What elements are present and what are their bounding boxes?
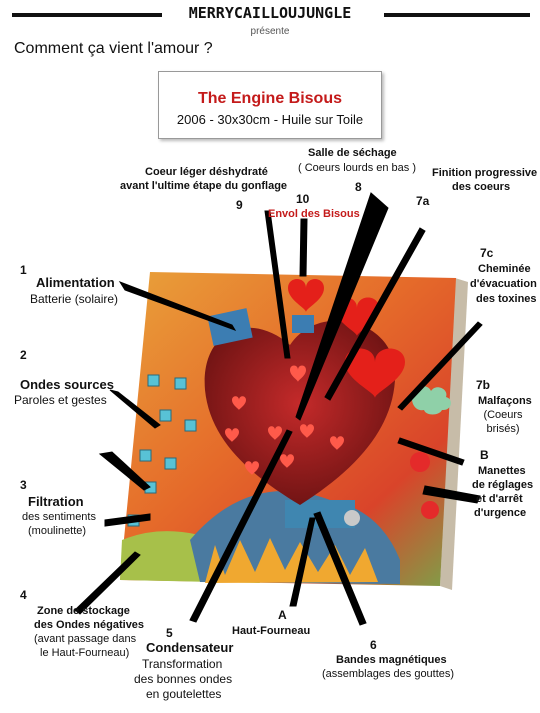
label-B-title-4: d'urgence [474, 507, 527, 519]
title-box: The Engine Bisous 2006 - 30x30cm - Huile… [158, 71, 382, 139]
artwork-title: The Engine Bisous [197, 90, 342, 107]
label-9-title-2: avant l'ultime étape du gonflage [120, 180, 288, 192]
artwork-details: 2006 - 30x30cm - Huile sur Toile [176, 112, 364, 127]
label-3-note: (moulinette) [28, 525, 87, 537]
label-7b-title: Malfaçons [478, 395, 532, 407]
label-2-title: Ondes sources [20, 377, 114, 392]
label-A-number: A [278, 608, 287, 622]
label-8-number: 8 [355, 180, 362, 194]
label-8-title: Salle de séchage [308, 147, 397, 159]
label-9-title: Coeur léger déshydraté [145, 166, 268, 178]
label-5-desc-3: en goutelettes [146, 687, 222, 701]
label-B-number: B [480, 448, 489, 462]
label-6-desc: (assemblages des gouttes) [322, 668, 455, 680]
label-5-desc-2: des bonnes ondes [134, 672, 233, 686]
label-4-note-2: le Haut-Fourneau) [40, 647, 130, 659]
presente-text: présente [250, 26, 290, 37]
label-1-desc: Batterie (solaire) [30, 292, 119, 306]
label-10-title: Envol des Bisous [268, 208, 360, 220]
lever-knob-1 [410, 452, 430, 472]
label-2-number: 2 [20, 348, 27, 362]
label-7a-title: Finition progressive [432, 167, 538, 179]
canvas-edge [440, 278, 468, 590]
label-1-number: 1 [20, 263, 27, 277]
pointer-lines [74, 192, 483, 626]
magnet-ball [344, 510, 360, 526]
header-rule-left [12, 13, 162, 17]
label-7c-title-2: d'évacuation [470, 278, 537, 290]
brand-logo: MERRYCAILLOUJUNGLE [188, 4, 352, 22]
green-cloud [412, 386, 451, 415]
label-6-title: Bandes magnétiques [336, 654, 447, 666]
label-A-title: Haut-Fourneau [232, 625, 311, 637]
label-4-note: (avant passage dans [34, 633, 137, 645]
label-7b-number: 7b [476, 378, 491, 392]
label-B-title: Manettes [478, 465, 526, 477]
label-4-number: 4 [20, 588, 27, 602]
page-heading: Comment ça vient l'amour ? [14, 40, 213, 57]
label-5-title: Condensateur [146, 640, 234, 655]
label-10-number: 10 [296, 192, 310, 206]
lever-knob-2 [421, 501, 439, 519]
label-6-number: 6 [370, 638, 377, 652]
label-7c-title-3: des toxines [476, 293, 537, 305]
label-3-title: Filtration [28, 494, 84, 509]
label-9-number: 9 [236, 198, 243, 212]
small-hearts [225, 365, 344, 475]
label-5-number: 5 [166, 626, 173, 640]
chimney-cap [292, 315, 314, 333]
label-7c-number: 7c [480, 246, 494, 260]
label-2-desc: Paroles et gestes [14, 393, 107, 407]
label-8-desc: ( Coeurs lourds en bas ) [298, 162, 416, 174]
label-1-title: Alimentation [36, 275, 115, 290]
label-3-desc: des sentiments [22, 511, 96, 523]
header-rule-right [384, 13, 530, 17]
label-7c-title: Cheminée [478, 263, 531, 275]
label-3-number: 3 [20, 478, 27, 492]
label-7a-number: 7a [416, 194, 430, 208]
label-4-title: Zone de stockage [37, 605, 130, 617]
label-B-title-2: de réglages [472, 479, 534, 491]
label-5-desc: Transformation [142, 657, 223, 671]
label-7b-desc: (Coeurs brisés) [483, 409, 523, 435]
label-7a-title-2: des coeurs [452, 181, 511, 193]
label-B-title-3: et d'arrêt [476, 493, 523, 505]
label-4-title-2: des Ondes négatives [34, 619, 145, 631]
